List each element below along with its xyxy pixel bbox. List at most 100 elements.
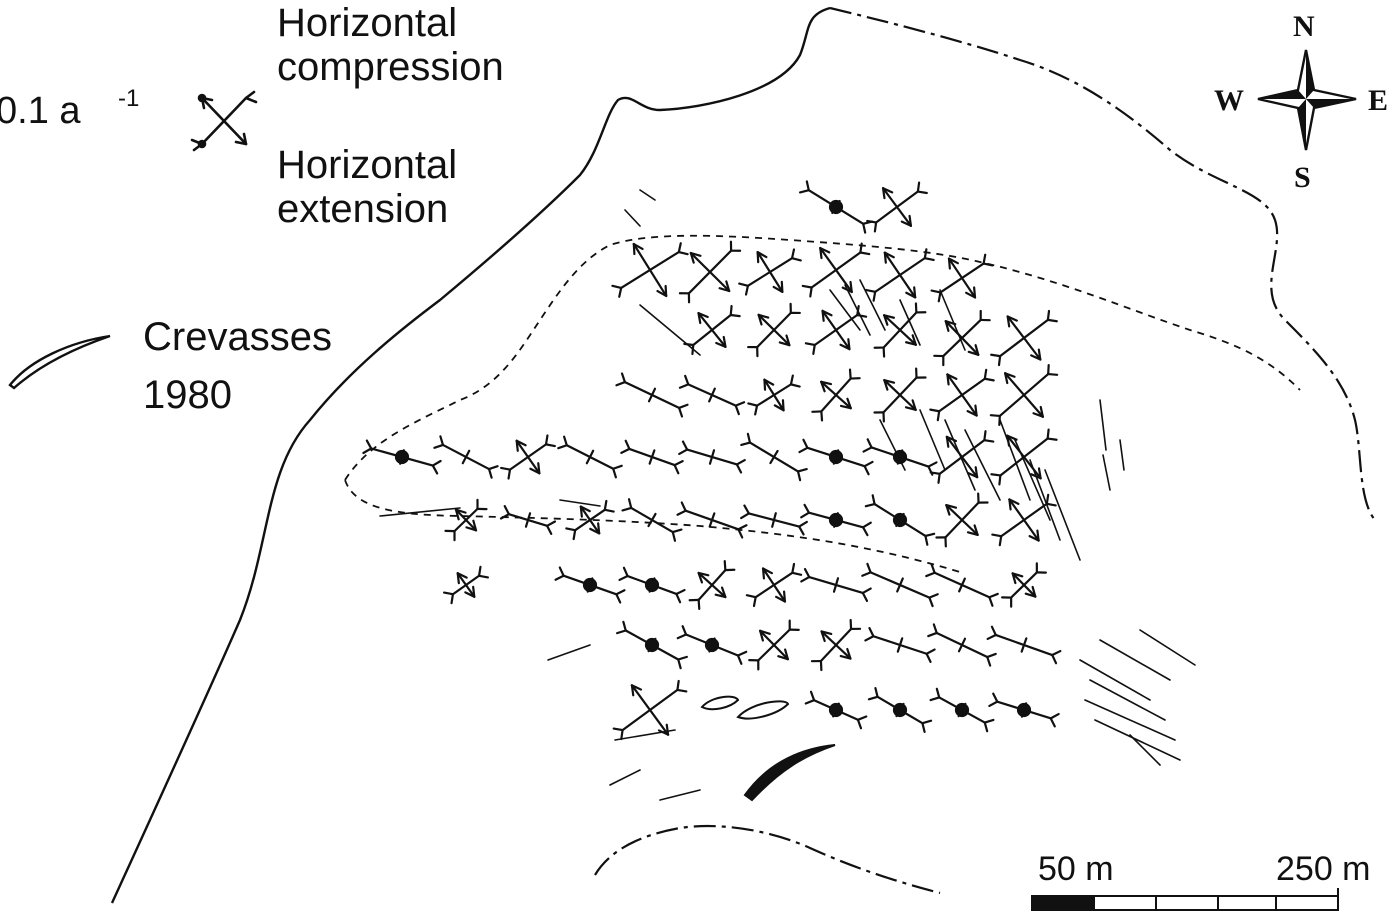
crevasses-label-line2: 1980 — [143, 373, 232, 417]
crevasse-stroke — [999, 419, 1031, 501]
legend-strain-cross — [190, 90, 258, 152]
strain-rate-symbol — [865, 248, 935, 302]
strain-rate-symbol — [747, 374, 801, 416]
strain-rate-symbol — [929, 368, 995, 422]
strain-rate-symbol — [615, 372, 689, 418]
strain-rate-symbol — [801, 242, 871, 298]
crevasse-stroke — [1089, 679, 1166, 721]
strain-rate-symbol — [798, 438, 874, 476]
strain-rate-symbol — [862, 438, 938, 476]
zone-boundary — [344, 234, 1301, 573]
glacier-outline-east — [829, 6, 1376, 521]
extension-label-line1: Horizontal — [277, 143, 457, 187]
strain-rate-symbol — [442, 565, 490, 605]
crevasse-stroke — [547, 644, 591, 661]
strain-rate-symbol — [620, 439, 684, 475]
crevasse-stroke — [1099, 639, 1171, 681]
strain-rate-symbol — [557, 435, 623, 479]
strain-rate-symbol — [929, 687, 995, 733]
crevasse-stroke — [1102, 454, 1111, 491]
strain-rate-symbol — [748, 619, 800, 671]
crevasse-stroke — [1099, 399, 1107, 451]
crevasse-stroke — [919, 409, 946, 471]
strain-rate-symbol — [499, 505, 557, 535]
strain-rate-symbol — [444, 498, 488, 542]
crevasse-stroke — [609, 769, 641, 786]
strain-rate-symbol — [565, 499, 615, 541]
strain-rate-symbol — [683, 304, 741, 356]
strain-rate-symbol — [618, 566, 686, 604]
compass-west-label: W — [1214, 84, 1244, 117]
crevasse-stroke — [859, 279, 886, 331]
crevasse-stroke — [659, 789, 701, 801]
crevasse-stroke — [1139, 629, 1196, 666]
strain-rate-symbol — [866, 181, 928, 233]
crevasse-stroke — [1129, 734, 1161, 766]
strain-rate-symbol — [873, 302, 927, 358]
crevasse-stroke — [879, 419, 906, 471]
compression-label-line2: compression — [277, 45, 504, 89]
strain-rate-symbol — [740, 504, 808, 536]
strain-rate-symbol — [989, 363, 1059, 427]
strain-rate-symbol — [811, 368, 861, 422]
crevasse-stroke — [624, 209, 641, 227]
crevasse-stroke — [1084, 699, 1176, 741]
compass-rose: N S E W — [1214, 10, 1388, 194]
strain-rate-symbol — [804, 690, 868, 730]
crevasse-stroke — [1094, 719, 1181, 761]
strain-rate-symbol — [873, 367, 927, 423]
strain-rate-symbol — [745, 562, 803, 608]
scale-bar: 50 m 250 m — [1031, 850, 1371, 911]
strain-rate-symbol — [867, 687, 933, 733]
strain-symbols — [362, 180, 1062, 741]
crevasse-stroke — [1014, 439, 1051, 521]
crevasse-stroke — [1079, 659, 1151, 701]
strain-rate-symbol — [554, 566, 626, 604]
strain-rate-symbol — [861, 562, 939, 608]
crevasse-stroke — [939, 289, 966, 351]
crevasse-stroke — [639, 189, 656, 201]
crevasse-stroke — [844, 284, 871, 336]
glacier-outline-west — [110, 6, 831, 904]
strain-rate-symbol — [864, 494, 936, 546]
strain-rate-symbol — [362, 439, 442, 475]
strain-rate-symbol — [676, 501, 748, 539]
compass-east-label: E — [1368, 84, 1388, 117]
crevasse-stroke — [944, 419, 976, 491]
strain-rate-symbol — [927, 623, 997, 667]
strain-rate-symbol — [678, 240, 742, 304]
crevasse-stroke — [614, 729, 676, 741]
strain-rate-symbol — [990, 309, 1058, 367]
strain-rate-symbol — [930, 253, 994, 303]
crevasse-stroke — [1119, 439, 1125, 471]
strain-rate-symbol — [933, 309, 991, 367]
strain-rate-symbol — [986, 625, 1062, 665]
strain-rate-symbol — [616, 620, 688, 670]
strain-rate-symbol — [988, 692, 1060, 728]
compression-label-line1: Horizontal — [277, 1, 457, 45]
strain-rate-symbol — [738, 248, 802, 296]
strain-rate-symbol — [621, 498, 683, 542]
strain-rate-symbol — [688, 560, 736, 610]
strain-rate-symbol — [800, 567, 872, 603]
legend: 0.1 a -1 Horizontal compression Horizont… — [0, 1, 504, 417]
strain-rate-symbol — [935, 492, 989, 548]
extension-label-line2: extension — [277, 187, 448, 231]
strain-rate-symbol — [676, 625, 748, 665]
strain-rate-symbol — [747, 302, 801, 358]
rate-value-label: 0.1 a — [0, 90, 81, 132]
strain-rate-symbol — [864, 627, 936, 663]
strain-rate-symbol — [804, 305, 868, 355]
glacier-outline-south — [594, 824, 941, 895]
crevasse-stroke — [559, 499, 601, 507]
rate-exponent-label: -1 — [118, 85, 139, 112]
crevasse-stroke — [379, 507, 461, 517]
strain-rate-symbol — [991, 493, 1057, 547]
strain-rate-symbol — [740, 432, 808, 482]
strain-rate-symbol — [925, 563, 999, 607]
crevasse-marks — [379, 189, 1196, 801]
strain-rate-symbol — [678, 440, 746, 474]
compass-north-label: N — [1293, 10, 1315, 43]
crevasse-stroke — [639, 304, 701, 356]
